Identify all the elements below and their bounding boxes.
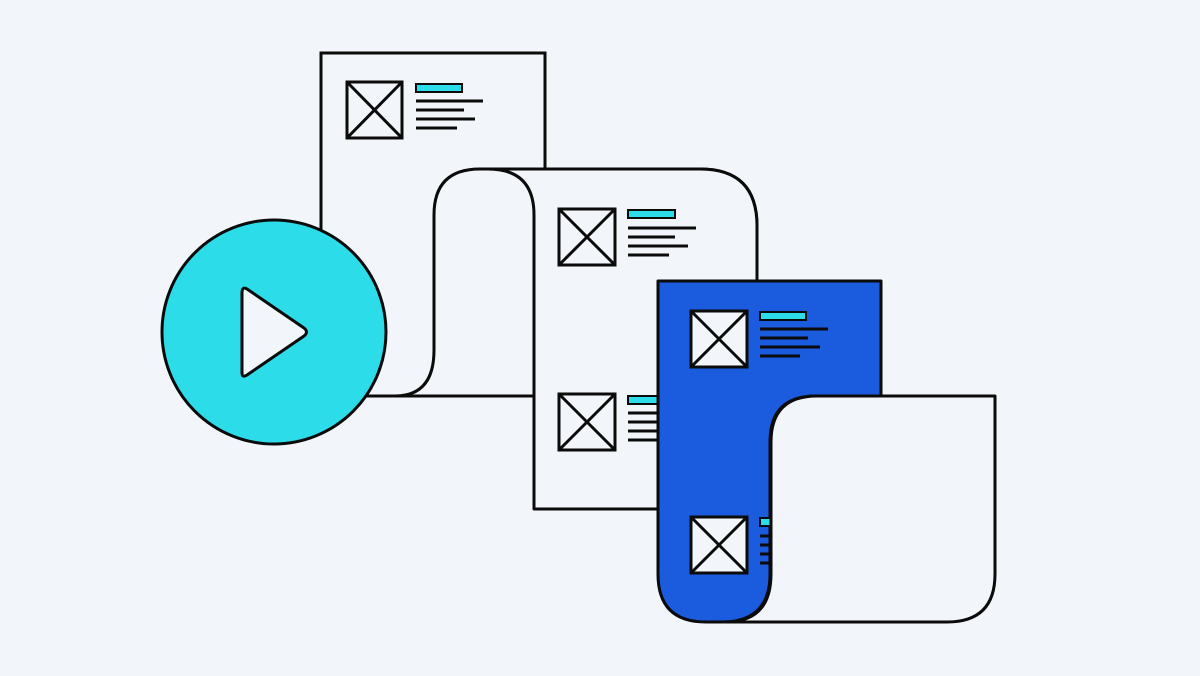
image-placeholder-icon (557, 207, 617, 267)
text-lines (759, 311, 828, 358)
play-button[interactable] (160, 218, 388, 446)
image-placeholder-icon (557, 392, 617, 452)
play-icon (240, 286, 308, 378)
doc-front-unrolled-sheet (723, 394, 997, 624)
text-lines (627, 209, 696, 257)
image-placeholder-icon (689, 515, 749, 575)
text-lines (415, 83, 483, 130)
doc-front (656, 279, 997, 624)
image-placeholder-icon (689, 309, 749, 369)
image-placeholder-icon (345, 80, 404, 140)
